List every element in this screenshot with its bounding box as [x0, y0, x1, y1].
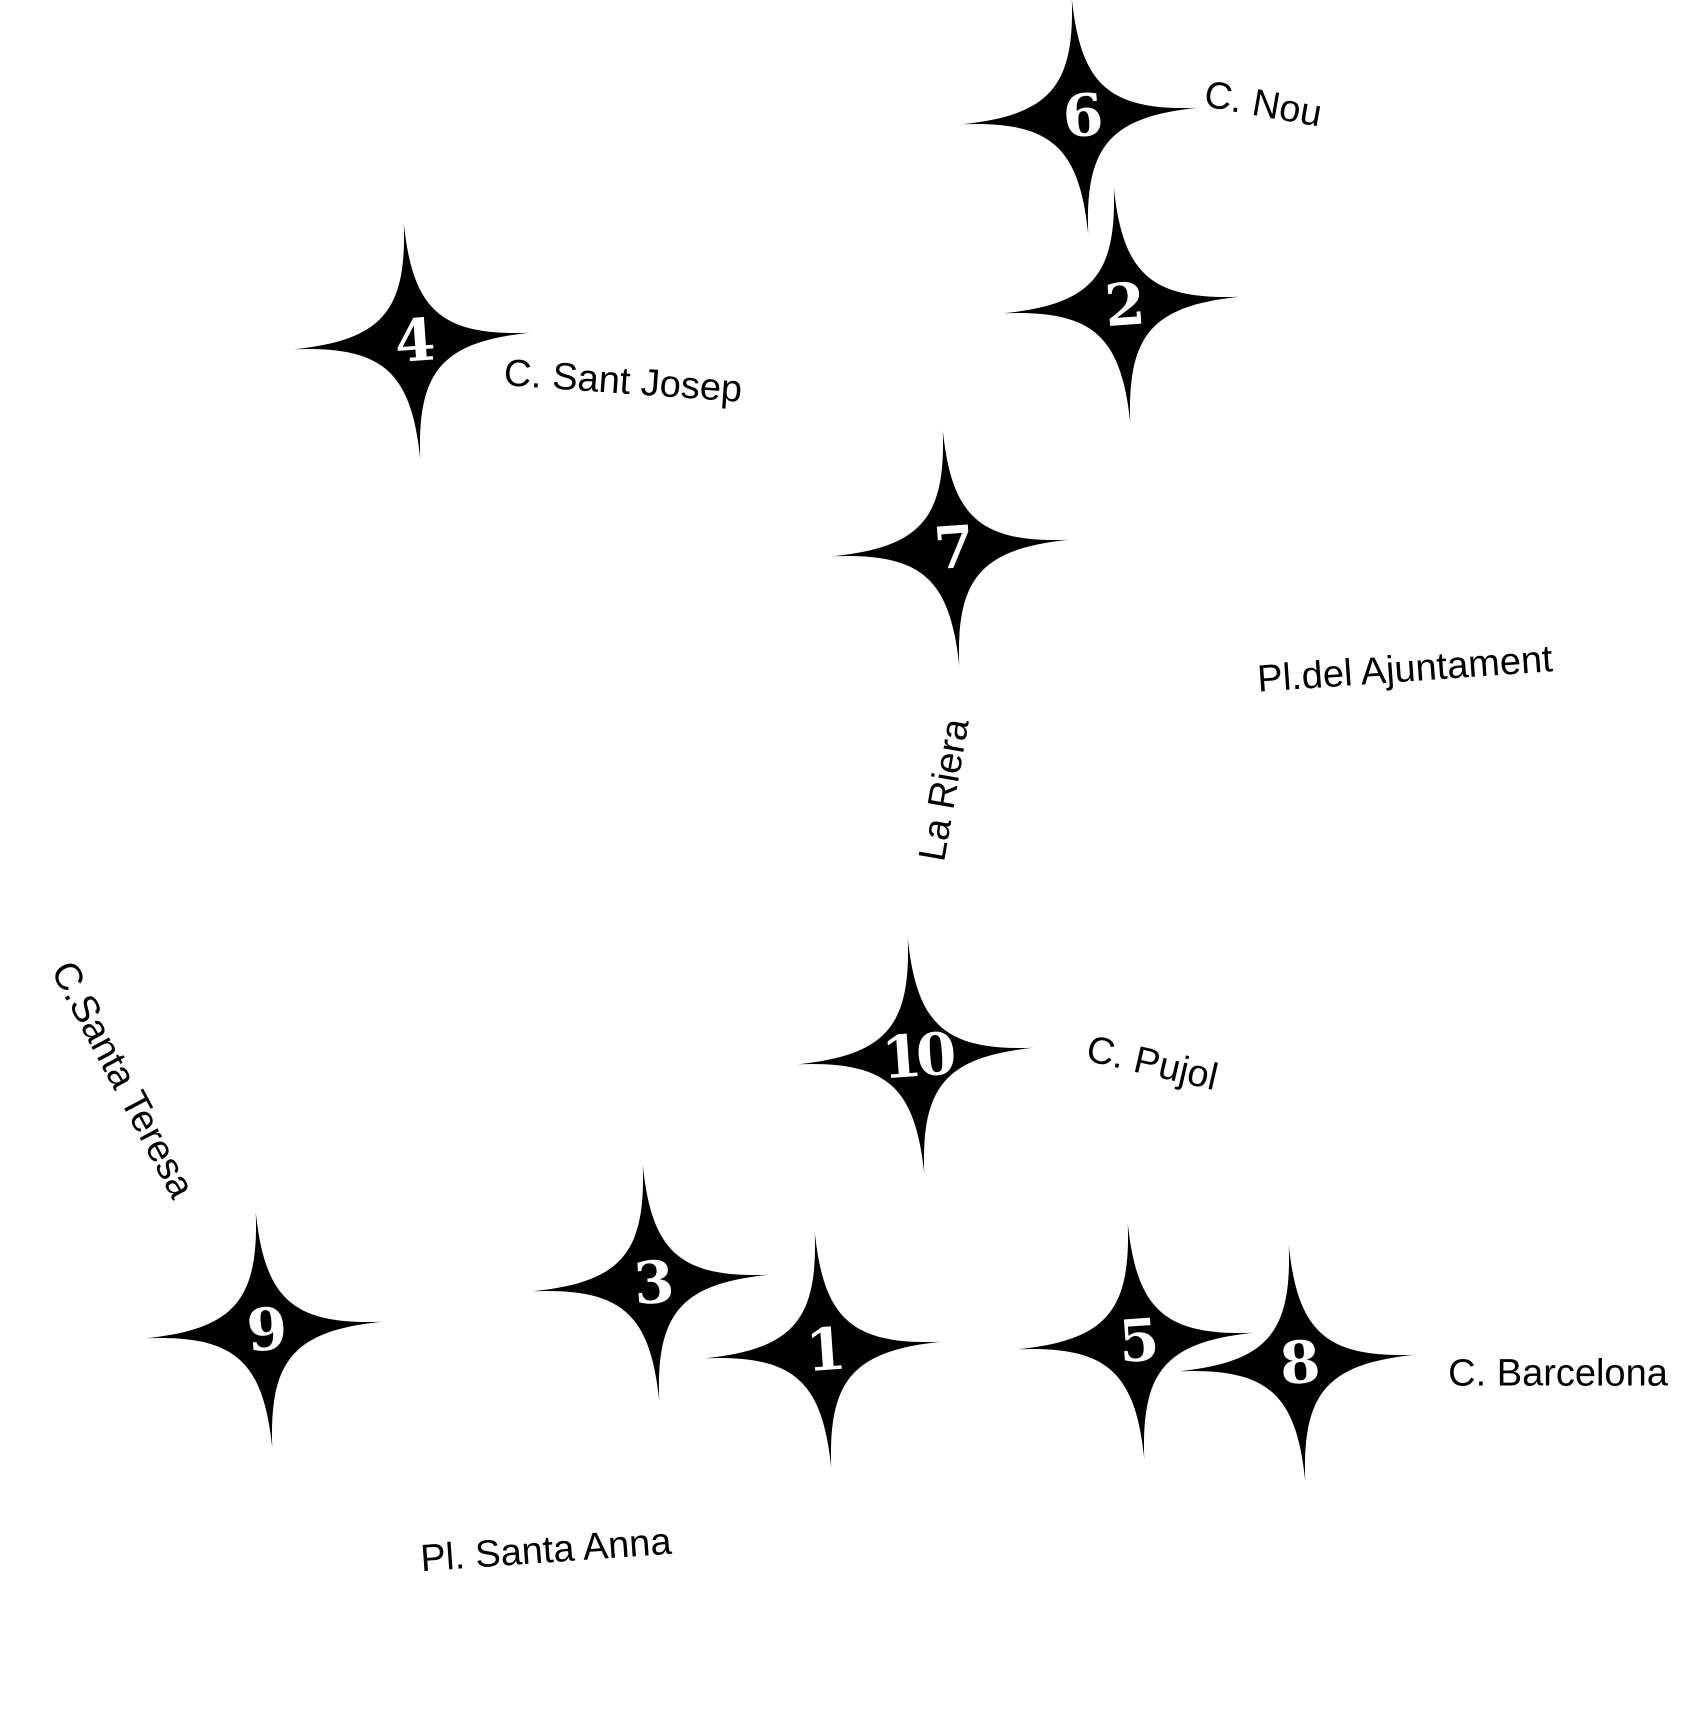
star-marker-icon: [833, 430, 1069, 666]
street-label-pl-ajuntament: Pl.del Ajuntament: [1255, 638, 1554, 701]
map-marker-9[interactable]: 9: [136, 1202, 392, 1458]
map-marker-6[interactable]: 6: [952, 0, 1208, 244]
star-marker-icon: [798, 938, 1034, 1174]
map-marker-10[interactable]: 10: [788, 928, 1044, 1184]
map-marker-4[interactable]: 4: [284, 213, 540, 469]
marker-number: 8: [1277, 1327, 1317, 1399]
star-marker-icon: [294, 223, 530, 459]
star-marker-icon: [1179, 1245, 1415, 1481]
street-label-c-barcelona: C. Barcelona: [1448, 1352, 1668, 1395]
marker-number: 10: [879, 1019, 953, 1093]
street-label-pl-santa-anna: Pl. Santa Anna: [419, 1520, 673, 1581]
street-label-la-riera: La Riera: [911, 715, 978, 865]
street-label-c-pujol: C. Pujol: [1082, 1028, 1222, 1099]
map-marker-1[interactable]: 1: [695, 1222, 951, 1478]
star-marker-icon: [962, 0, 1198, 234]
map-marker-2[interactable]: 2: [994, 177, 1250, 433]
star-marker-icon: [533, 1165, 769, 1401]
star-marker-icon: [705, 1232, 941, 1468]
marker-number: 1: [803, 1314, 843, 1386]
star-marker-icon: [1018, 1223, 1254, 1459]
street-label-c-nou: C. Nou: [1201, 73, 1325, 136]
street-label-c-sant-josep: C. Sant Josep: [502, 352, 744, 411]
street-label-c-santa-teresa: C.Santa Teresa: [42, 954, 203, 1205]
map-marker-8[interactable]: 8: [1169, 1235, 1425, 1491]
map-marker-3[interactable]: 3: [523, 1155, 779, 1411]
marker-number: 7: [931, 512, 971, 584]
star-marker-icon: [146, 1212, 382, 1448]
star-marker-icon: [1004, 187, 1240, 423]
marker-number: 4: [392, 305, 432, 377]
marker-number: 9: [244, 1294, 284, 1366]
map-marker-7[interactable]: 7: [823, 420, 1079, 676]
map-marker-5[interactable]: 5: [1008, 1213, 1264, 1469]
marker-number: 2: [1102, 269, 1142, 341]
